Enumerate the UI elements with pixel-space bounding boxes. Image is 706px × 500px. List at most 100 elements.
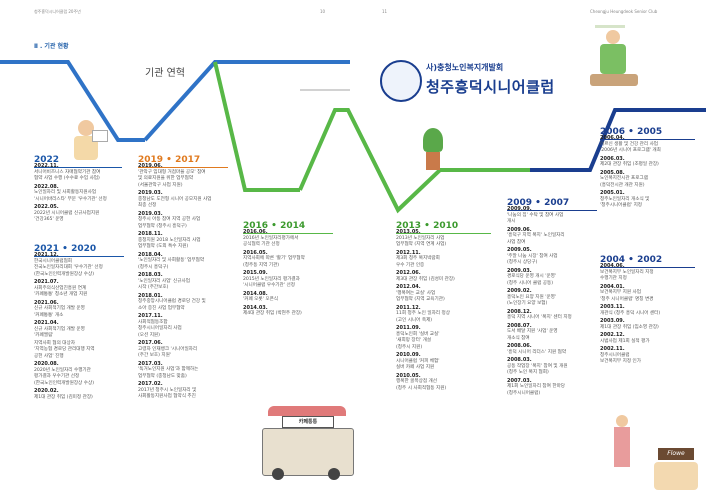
entry-date: 2005.08.: [600, 169, 625, 176]
entry-text: 공동 작업장 '복지' 참여 및 개원 (청주 노인 복지 협회): [507, 363, 568, 376]
period-label: 2004 • 2002: [600, 255, 663, 265]
entry-date: 2006.04.: [600, 135, 625, 141]
period-label: 2009 • 2007: [507, 198, 570, 208]
period-entries: 2013.05.2013년 노인일자리 사업 업무협약 (지역 연계 사업)20…: [396, 221, 496, 392]
entry-date: 2013.05.: [396, 229, 421, 235]
entry-text: 청주중앙시니어클럽 경로당 건강 및 소아 증진 사업 업무협약: [138, 299, 206, 311]
entry-date: 2003.11.: [600, 304, 625, 310]
timeline-entry: 2021.06.신규 사회적기업 개발 운영 '커페통통' 개소: [34, 300, 129, 320]
entry-date: 2008.06.: [507, 343, 532, 349]
entry-date: 2009.02.: [507, 288, 532, 294]
page-number-right: 11: [382, 9, 388, 14]
entry-text: '노인일자리 사업' 신규사업 시작 (주간보호): [138, 278, 190, 291]
timeline-entry: 2009.06.'흥덕구 지역 복지' 노인일자리 사업 참여: [507, 227, 602, 247]
gardener-illustration: [590, 30, 638, 90]
timeline-entry: 2022.08.노인일자리 및 사회활동지원사업 '시니어바리스타' 부문 '우…: [34, 184, 124, 204]
entry-text: 시범사업 제1회 실적 평가: [600, 338, 650, 344]
food-truck-illustration: 카페통통: [262, 406, 354, 484]
senior-woman-illustration: [612, 415, 632, 485]
entry-date: 2022.11.: [34, 163, 59, 169]
entry-date: 2022.05.: [34, 204, 59, 210]
plant-pot-illustration: [420, 128, 446, 172]
timeline-entry: 2022.11.서니어비즈니스 자매협약기관 참여 협약 사업 수행 (수수료 …: [34, 163, 124, 183]
logo-subtitle: 사)충청노인복지개발회: [426, 63, 504, 72]
period-2016-2014: 2016 • 2014 2016.06.2016년 노인일자리평가에서 공식협력…: [243, 221, 338, 319]
timeline-entry: 2017.06.고령자 인재뱅크 '시니어일자리 (주간 보호) 지원': [138, 340, 233, 360]
entry-date: 2019.03.: [138, 210, 163, 217]
entry-text: 2022년 시니어클럽 신규사업지원 '건강365' 운영: [34, 210, 100, 223]
entry-date: 2009.05.: [507, 247, 532, 253]
period-label: 2013 • 2010: [396, 221, 459, 231]
timeline-entry: 2010.05.행복한 골목상점 개선 (청주 시 사회적협동 지원): [396, 373, 496, 393]
entry-date: 2017.02.: [138, 381, 163, 387]
timeline-entry: 2008.12.흥덕 지역 시니어 '복지' 센터 지정: [507, 309, 602, 322]
period-2009-2007: 2009 • 2007 2009.09.'나눔의 집' 수탁 및 참여 사업 개…: [507, 198, 602, 398]
entry-date: 2019.03.: [138, 190, 163, 196]
period-2021-2020: 2021 • 2020 2021.12.한국시니어클럽협회 전국노인일자리대회 …: [34, 244, 129, 402]
entry-date: 2002.11.: [600, 346, 625, 352]
timeline-entry: 2002.12.시범사업 제1회 실적 평가: [600, 332, 700, 345]
entry-date: 2021.12.: [34, 252, 59, 258]
period-label: 2016 • 2014: [243, 221, 306, 231]
entry-text: 흥덕노인 요양 지원 '운영' (노인장기 요양 보험): [507, 294, 557, 307]
timeline-entry: 2010.09.시니어클럽 '커피 체험' 실버 카페 사업 지원: [396, 352, 496, 372]
timeline-entry: 2019.06.'관악구 임대형 거점마을 공모' 참여 및 의료지원을 위한 …: [138, 163, 233, 189]
entry-date: 2002.12.: [600, 332, 625, 338]
timeline-entry: 2004.06.보건복지부 노인일자리 지정 수행기관 지정: [600, 263, 700, 283]
period-2004-2002: 2004 • 2002 2004.06.보건복지부 노인일자리 지정 수행기관 …: [600, 255, 700, 367]
entry-text: 청주시 아동 참여 지역 공헌 사업 업무협약 (청주시 흥덕구): [138, 217, 201, 229]
entry-text: 청주시니어클럽 보건복지부 지정 인가: [600, 352, 641, 365]
entry-date: 2012.11.: [396, 249, 421, 256]
timeline-entry: 2011.12.11회 청주 노인 일자리 정상 (고인 시니어 축제): [396, 305, 496, 325]
timeline-entry: 2022.05.2022년 시니어클럽 신규사업지원 '건강365' 운영: [34, 204, 124, 224]
entry-text: 도서 배달 지원 '사업' 운영 개소식 참여: [507, 329, 558, 341]
timeline-entry: 2017.11.사회적협동조합 청주시니어일자리 사업 (오션 지원): [138, 313, 233, 339]
organization-logo: 사)충청노인복지개발회 청주흥덕시니어클럽: [380, 58, 570, 102]
logo-emblem-icon: [380, 60, 422, 102]
timeline-entry: 2018.01.청주중앙시니어클럽 경로당 건강 및 소아 증진 사업 업무협약: [138, 293, 233, 313]
entry-date: 2015.09.: [243, 270, 268, 276]
timeline-entry: 2017.02.2017년 청주시 노인일자리 및 사회활동지원사업 협약식 추…: [138, 381, 233, 401]
timeline-entry: 2016.05.지역사회에 따른 '활기' 업무협약 (청주동 지역 기관): [243, 250, 338, 270]
entry-date: 2005.01.: [600, 190, 625, 196]
entry-text: 제1대 관장 취임 (임소영 관장): [600, 324, 659, 330]
timeline-entry: 2008.06.'흥덕 시니어 리더스' 지원 협약: [507, 343, 602, 356]
timeline-entry: 지역사회 협의 대상자 '지역농협 경로당 관리대행 지역 공헌 사업' 진행: [34, 341, 129, 361]
timeline-entry: 2006.03.제2대 관장 취임 (조평일 관장): [600, 156, 700, 169]
entry-text: 충청지원 2018 노인일자리 사업 업무협약 (도외 특수 지원): [138, 237, 201, 250]
entry-date: 2009.03.: [507, 267, 532, 274]
entry-text: '행복여는 교실' 사업 업무협약 (지역 교육기관): [396, 290, 445, 303]
entry-text: '나눔의 집' 수탁 및 참여 사업 개시: [507, 212, 564, 225]
entry-date: 2016.06.: [243, 229, 268, 235]
entry-text: '독거노인지원 사업'과 함께하는 업무협약 (충청남도 맞춤): [138, 367, 199, 379]
entry-date: 2008.03.: [507, 357, 532, 363]
period-label: 2022: [34, 155, 60, 165]
entry-date: 2011.12.: [396, 304, 421, 311]
entry-text: 고령자 인재뱅크 '시니어일자리 (주간 보호) 지원': [138, 346, 198, 359]
timeline-entry: 2015.09.2015년 노인일자리 평가결과 '시니어클럽 우수기관' 선정: [243, 270, 338, 290]
header-right: Cheongju Heungdeok Senior Club: [590, 9, 658, 14]
entry-text: 흥덕 지역 시니어 '복지' 센터 지정: [507, 315, 572, 320]
entry-text: 청주노인일자리 개소식 및 '청주시니어클럽' 지정: [600, 196, 650, 209]
entry-date: 2017.06.: [138, 340, 163, 346]
entry-text: '흥덕 시니어 리더스' 지원 협약: [507, 349, 567, 355]
entry-date: 2012.06.: [396, 270, 421, 276]
period-entries: 2022.11.서니어비즈니스 자매협약기관 참여 협약 사업 수행 (수수료 …: [34, 155, 124, 224]
period-label: 2021 • 2020: [34, 244, 97, 254]
logo-name: 청주흥덕시니어클럽: [426, 78, 555, 96]
timeline-entry: 2021.07.사회주의식산업진흥원 연계 '카페통통' 청소년 개업 지원: [34, 279, 129, 299]
entry-text: 한국시니어클럽협회 전국노인일자리대회 '우수기관' 선정 (한국노인인력개발원…: [34, 258, 103, 277]
entry-date: 2018.04.: [138, 251, 163, 258]
teacher-illustration: [72, 120, 108, 166]
entry-text: 제2대 관장 취임 (조평일 관장): [600, 162, 659, 167]
entry-text: 2016년 노인일자리평가에서 공식협력 기관 선정: [243, 235, 299, 248]
entry-text: 노인일자리 및 사회활동지원사업 '시니어바리스타' 부문 '우수기관' 선정: [34, 190, 107, 202]
timeline-entry: 2012.04.'행복여는 교실' 사업 업무협약 (지역 교육기관): [396, 284, 496, 304]
entry-text: 지역사회 협의 대상자 '지역농협 경로당 관리대행 지역 공헌 사업' 진행: [34, 340, 95, 359]
entry-date: 2014.03.: [243, 304, 268, 311]
entry-date: 2003.09.: [600, 318, 625, 324]
entry-text: 2013년 노인일자리 사업 업무협약 (지역 연계 사업): [396, 235, 447, 248]
period-entries: 2016.06.2016년 노인일자리평가에서 공식협력 기관 선정 2016.0…: [243, 221, 338, 318]
entry-date: 2009.06.: [507, 226, 532, 233]
